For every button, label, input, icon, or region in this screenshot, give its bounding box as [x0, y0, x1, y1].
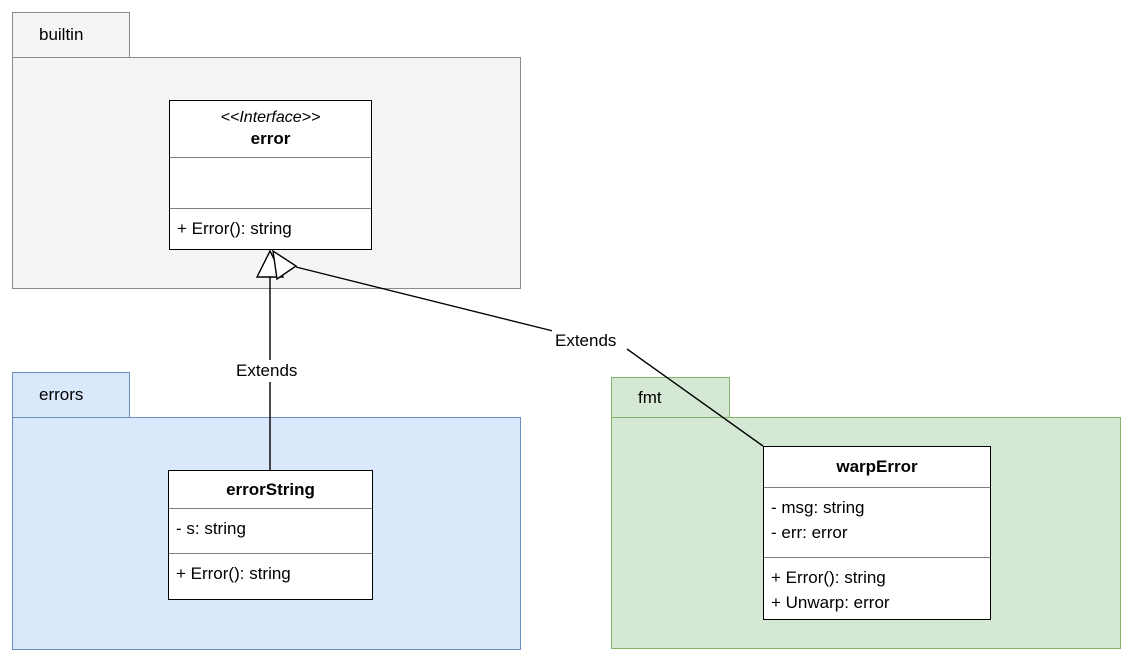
package-label-errors: errors — [39, 385, 84, 404]
package-tab-fmt[interactable]: fmt — [611, 377, 730, 418]
class-methods-warpError: + Error(): string + Unwarp: error — [764, 557, 990, 619]
class-box-warpError[interactable]: warpError - msg: string - err: error + E… — [763, 446, 991, 620]
class-name-error: error — [250, 129, 291, 149]
class-method-warpError-0: + Error(): string — [771, 568, 886, 587]
edge-label-warpError-extends: Extends — [552, 330, 620, 352]
class-stereotype-error: <<Interface>> — [220, 109, 321, 127]
class-header-error: <<Interface>> error — [170, 101, 371, 157]
package-label-builtin: builtin — [39, 25, 84, 44]
class-attribute-errorString-0: - s: string — [176, 519, 246, 539]
class-attribute-warpError-1: - err: error — [771, 523, 848, 543]
class-box-errorString[interactable]: errorString - s: string + Error(): strin… — [168, 470, 373, 600]
class-attribute-warpError-0: - msg: string — [771, 498, 865, 518]
class-box-error[interactable]: <<Interface>> error + Error(): string — [169, 100, 372, 250]
class-name-warpError: warpError — [836, 457, 918, 477]
class-header-warpError: warpError — [764, 447, 990, 487]
class-header-errorString: errorString — [169, 471, 372, 508]
class-attributes-warpError: - msg: string - err: error — [764, 487, 990, 557]
package-label-fmt: fmt — [638, 387, 662, 407]
class-attributes-error — [170, 157, 371, 208]
class-name-errorString: errorString — [226, 479, 315, 499]
class-method-warpError-1: + Unwarp: error — [771, 593, 890, 613]
class-methods-error: + Error(): string — [170, 208, 371, 249]
class-methods-errorString: + Error(): string — [169, 552, 372, 599]
edge-label-errorString-extends: Extends — [233, 360, 301, 382]
class-attributes-errorString: - s: string — [169, 508, 372, 552]
class-method-error-0: + Error(): string — [177, 219, 292, 239]
class-method-errorString-0: + Error(): string — [176, 563, 291, 583]
package-tab-errors[interactable]: errors — [12, 372, 130, 418]
package-tab-builtin[interactable]: builtin — [12, 12, 130, 58]
